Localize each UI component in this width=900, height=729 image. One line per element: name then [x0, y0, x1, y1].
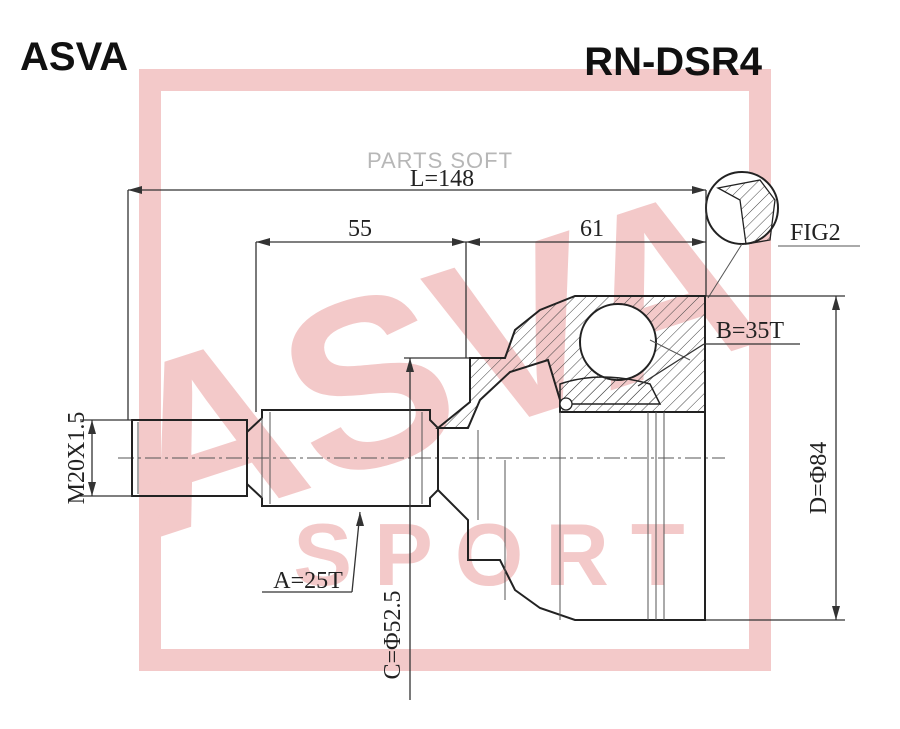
dim-length-total: L=148 [127, 166, 707, 420]
dim-thread: M20X1.5 [64, 412, 132, 505]
dim-diameter-body: D=Φ84 [706, 295, 845, 621]
dim-diameter-seal-label: C=Φ52.5 [380, 590, 406, 679]
dim-spline-outer: A=25T [262, 511, 364, 594]
inner-race [559, 376, 662, 405]
dim-diameter-seal: C=Φ52.5 [380, 357, 470, 700]
dim-spline-inner: B=35T [637, 318, 800, 387]
dim-spline-inner-label: B=35T [716, 318, 785, 344]
part-number: RN-DSR4 [584, 40, 763, 84]
dim-length-body: 61 [466, 216, 706, 246]
dim-length-shaft: 55 [255, 216, 467, 412]
dim-length-total-label: L=148 [410, 166, 474, 192]
dim-thread-label: M20X1.5 [64, 412, 90, 505]
brand-title: ASVA [20, 35, 128, 79]
dim-diameter-body-label: D=Φ84 [806, 442, 832, 514]
cv-joint-part [118, 295, 725, 621]
parts-soft-label: PARTS SOFT [367, 148, 513, 173]
fig2-label: FIG2 [790, 220, 841, 246]
housing-body [437, 412, 706, 621]
dim-length-shaft-label: 55 [348, 216, 372, 242]
dim-spline-outer-label: A=25T [273, 568, 343, 594]
ball-bearing [579, 303, 657, 381]
dim-length-body-label: 61 [580, 216, 604, 242]
